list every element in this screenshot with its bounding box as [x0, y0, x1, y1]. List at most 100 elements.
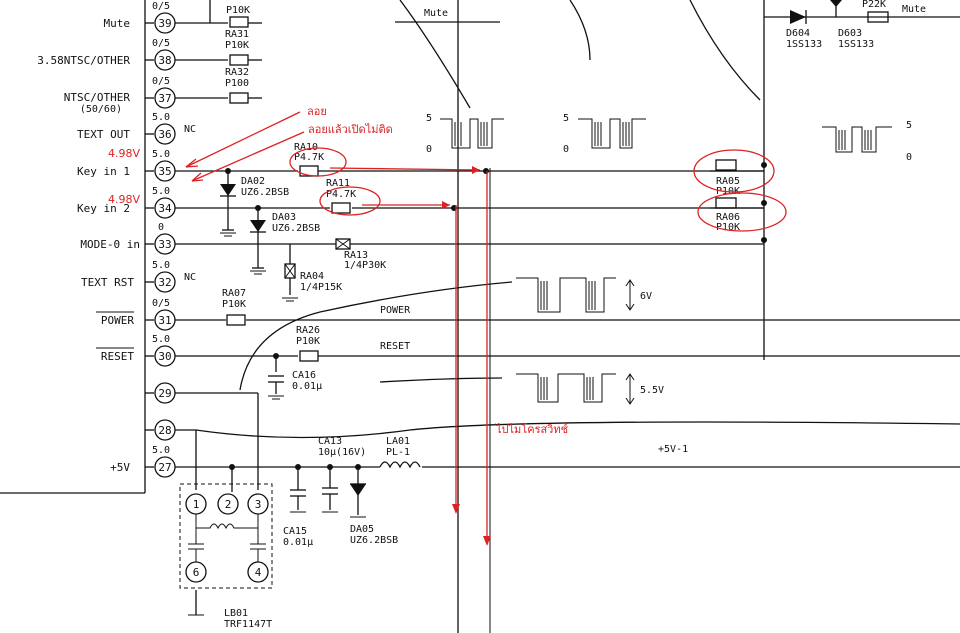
zener-da05: DA05 UZ6.2BSB — [350, 467, 398, 546]
pin-30-number: 30 — [158, 350, 171, 363]
connector-pin-3: 3 — [255, 498, 262, 511]
resistor-ra13-name: RA13 — [344, 250, 368, 261]
zener-da05-name: DA05 — [350, 524, 374, 535]
capacitor-ca16-value: 0.01μ — [292, 381, 322, 392]
resistor-ra11-value: P4.7K — [326, 189, 356, 200]
annotation-voltage-key1: 4.98V — [108, 147, 140, 160]
waveform-2: 5 0 — [563, 113, 646, 155]
pin-39-voltage: 0/5 — [152, 1, 170, 12]
resistor-ra31-value: P10K — [225, 40, 249, 51]
resistor-ra32: RA32 P100 — [225, 67, 249, 104]
pin-38-label: 3.58NTSC/OTHER — [37, 54, 130, 67]
resistor-ra04: RA04 1/4P15K — [284, 263, 342, 293]
pin-31: 31 POWER 0/5 — [96, 298, 176, 331]
capacitors: CA16 0.01μ CA13 10μ(16V) CA15 0.01μ — [268, 370, 366, 548]
diode-d603-name: D603 — [838, 28, 862, 39]
arrow-float-to-da02 — [191, 131, 305, 182]
resistor-ra10-name: RA10 — [294, 142, 318, 153]
red-annotations: ลอย ลอยแล้วเปิดไม่ติด 4.98V 4.98V ไปไมโค… — [108, 105, 787, 546]
net-power: POWER — [380, 305, 411, 316]
resistor-ra32-value: P100 — [225, 78, 249, 89]
ground-symbols — [188, 232, 366, 616]
resistor-ra07-name: RA07 — [222, 288, 246, 299]
capacitor-ca16: CA16 0.01μ — [268, 370, 322, 394]
highlight-ra05 — [693, 149, 775, 193]
pin-36-label: TEXT OUT — [77, 128, 130, 141]
resistor-ra06: RA06 P10K — [715, 197, 740, 233]
pin-32-label: TEXT RST — [81, 276, 134, 289]
resistor-ra04-name: RA04 — [300, 271, 324, 282]
pin-39-number: 39 — [158, 17, 171, 30]
pin-29-number: 29 — [158, 387, 171, 400]
pin-39: 39 Mute 0/5 — [104, 1, 176, 34]
resistor-ra31-name: RA31 — [225, 29, 249, 40]
zener-da02-name: DA02 — [241, 176, 265, 187]
pin-28-number: 28 — [158, 424, 171, 437]
pin-33-voltage: 0 — [158, 222, 164, 233]
capacitor-ca13: CA13 10μ(16V) — [318, 436, 366, 510]
capacitor-ca15-name: CA15 — [283, 526, 307, 537]
connector-lb01-name: LB01 — [224, 608, 248, 619]
inductor-la01-name: LA01 — [386, 436, 410, 447]
capacitor-ca15-value: 0.01μ — [283, 537, 313, 548]
connector-pin-1: 1 — [193, 498, 200, 511]
waveform-1: 5 0 — [426, 113, 504, 155]
highlight-ra06 — [697, 192, 787, 232]
arrow-key1-line — [329, 167, 481, 171]
pin-37-label-sub: (50/60) — [80, 104, 122, 115]
pin-30: 30 RESET 5.0 — [96, 334, 176, 367]
resistor-ra11-name: RA11 — [326, 178, 350, 189]
net-reset: RESET — [380, 341, 410, 352]
waveform-3-low: 0 — [906, 152, 912, 163]
pin-35-number: 35 — [158, 165, 171, 178]
pin-37-label: NTSC/OTHER — [64, 91, 131, 104]
pin-30-voltage: 5.0 — [152, 334, 170, 345]
pin-35-voltage: 5.0 — [152, 149, 170, 160]
waveform-3-high: 5 — [906, 120, 912, 131]
waveform-power: 6V — [516, 277, 652, 313]
resistor-ra06-name: RA06 — [716, 212, 740, 223]
pin-32: 32 TEXT RST 5.0 NC — [81, 260, 196, 293]
pin-32-voltage: 5.0 — [152, 260, 170, 271]
resistor-ra05-name: RA05 — [716, 176, 740, 187]
diode-d604-name: D604 — [786, 28, 810, 39]
pin-32-nc: NC — [184, 272, 196, 283]
pin-34-number: 34 — [158, 202, 172, 215]
connector-pin-2: 2 — [225, 498, 232, 511]
pin-38-number: 38 — [158, 54, 171, 67]
wires — [175, 0, 960, 633]
annotation-voltage-key2: 4.98V — [108, 193, 140, 206]
zener-da03-value: UZ6.2BSB — [272, 223, 320, 234]
highlight-ra10 — [289, 147, 347, 177]
waveform-3: 5 0 — [822, 120, 912, 163]
pin-33-number: 33 — [158, 238, 171, 251]
resistor-p22k-value: P22K — [862, 0, 886, 10]
net-labels: Mute Mute POWER RESET +5V-1 — [380, 4, 926, 455]
pin-30-label: RESET — [101, 350, 134, 363]
pin-27-voltage: 5.0 — [152, 445, 170, 456]
diode-d603-value: 1SS133 — [838, 39, 874, 50]
connector-lb01: 1 2 3 6 4 LB01 TRF1147T — [179, 483, 273, 630]
connector-pin-6: 6 — [193, 566, 200, 579]
pin-33: 33 MODE-0 in 0 — [80, 222, 176, 255]
waveform-1-low: 0 — [426, 144, 432, 155]
ic-pins: 39 Mute 0/5 38 3.58NTSC/OTHER 0/5 37 NTS… — [37, 1, 196, 478]
capacitor-ca13-name: CA13 — [318, 436, 342, 447]
pin-37: 37 NTSC/OTHER (50/60) 0/5 — [64, 76, 176, 115]
resistor-ra26-name: RA26 — [296, 325, 320, 336]
pin-27-label: +5V — [110, 461, 130, 474]
pin-31-number: 31 — [158, 314, 171, 327]
pin-34: 34 Key in 2 5.0 — [77, 186, 176, 219]
pin-33-label: MODE-0 in — [80, 238, 140, 251]
pin-36-number: 36 — [158, 128, 171, 141]
diode-d604: D604 1SS133 — [786, 10, 822, 50]
pin-36-nc: NC — [184, 124, 196, 135]
annotation-float-detail: ลอยแล้วเปิดไม่ติด — [308, 123, 393, 136]
waveform-reset: 5.5V — [516, 373, 664, 405]
highlight-ra11 — [319, 186, 381, 216]
pin-38: 38 3.58NTSC/OTHER 0/5 — [37, 38, 176, 71]
waveform-2-high: 5 — [563, 113, 569, 124]
pin-34-voltage: 5.0 — [152, 186, 170, 197]
inductor-la01-value: PL-1 — [386, 447, 410, 458]
inductor-la01: LA01 PL-1 — [379, 436, 421, 469]
